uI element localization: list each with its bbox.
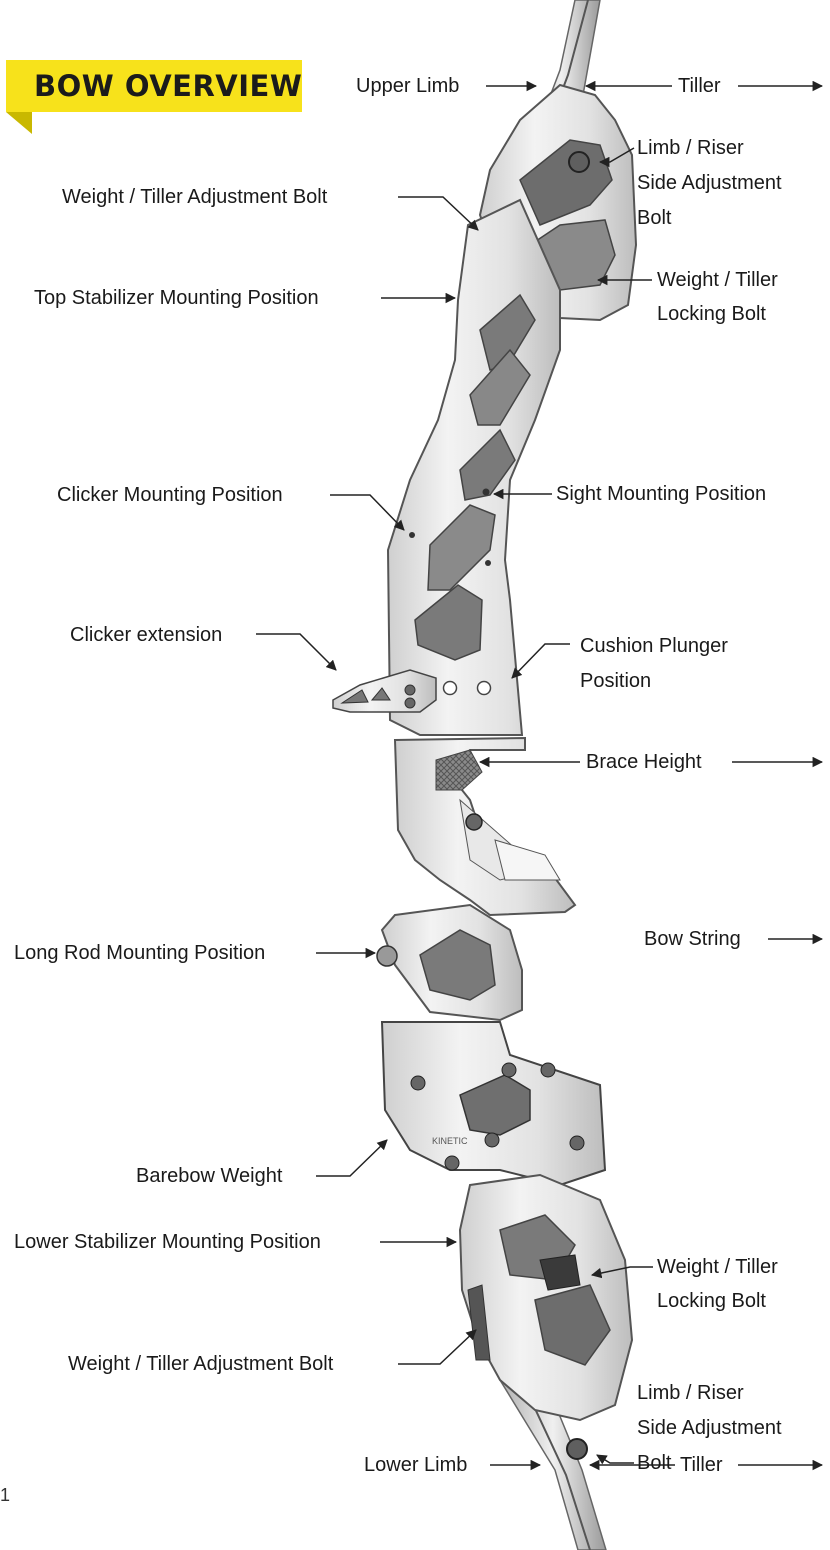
label-limb-riser-bottom-1: Limb / Riser bbox=[637, 1378, 744, 1408]
label-top-stabilizer: Top Stabilizer Mounting Position bbox=[34, 283, 319, 313]
label-brace-height: Brace Height bbox=[586, 747, 702, 777]
label-limb-riser-top-2: Side Adjustment bbox=[637, 168, 782, 198]
label-cushion-plunger-2: Position bbox=[580, 666, 651, 696]
label-limb-riser-bottom-2: Side Adjustment bbox=[637, 1413, 782, 1443]
label-bow-string: Bow String bbox=[644, 924, 741, 954]
label-weight-tiller-lock-top-1: Weight / Tiller bbox=[657, 265, 778, 295]
label-limb-riser-top-1: Limb / Riser bbox=[637, 133, 744, 163]
label-sight-mount: Sight Mounting Position bbox=[556, 479, 766, 509]
label-clicker-mount: Clicker Mounting Position bbox=[57, 480, 283, 510]
label-weight-tiller-adjust-bottom: Weight / Tiller Adjustment Bolt bbox=[68, 1349, 333, 1379]
label-tiller-top: Tiller bbox=[678, 71, 721, 101]
label-weight-tiller-lock-top-2: Locking Bolt bbox=[657, 299, 766, 329]
label-lower-stabilizer: Lower Stabilizer Mounting Position bbox=[14, 1227, 321, 1257]
label-clicker-extension: Clicker extension bbox=[70, 620, 222, 650]
label-weight-tiller-adjust-top: Weight / Tiller Adjustment Bolt bbox=[62, 182, 327, 212]
label-cushion-plunger-1: Cushion Plunger bbox=[580, 631, 728, 661]
label-limb-riser-top-3: Bolt bbox=[637, 203, 671, 233]
label-tiller-bottom: Tiller bbox=[680, 1450, 723, 1480]
label-long-rod: Long Rod Mounting Position bbox=[14, 938, 265, 968]
label-barebow-weight: Barebow Weight bbox=[136, 1161, 282, 1191]
label-upper-limb: Upper Limb bbox=[356, 71, 459, 101]
label-weight-tiller-lock-bottom-1: Weight / Tiller bbox=[657, 1252, 778, 1282]
page-number: 1 bbox=[0, 1485, 10, 1506]
label-weight-tiller-lock-bottom-2: Locking Bolt bbox=[657, 1286, 766, 1316]
label-lower-limb: Lower Limb bbox=[364, 1450, 467, 1480]
label-limb-riser-bottom-3: Bolt bbox=[637, 1448, 671, 1478]
